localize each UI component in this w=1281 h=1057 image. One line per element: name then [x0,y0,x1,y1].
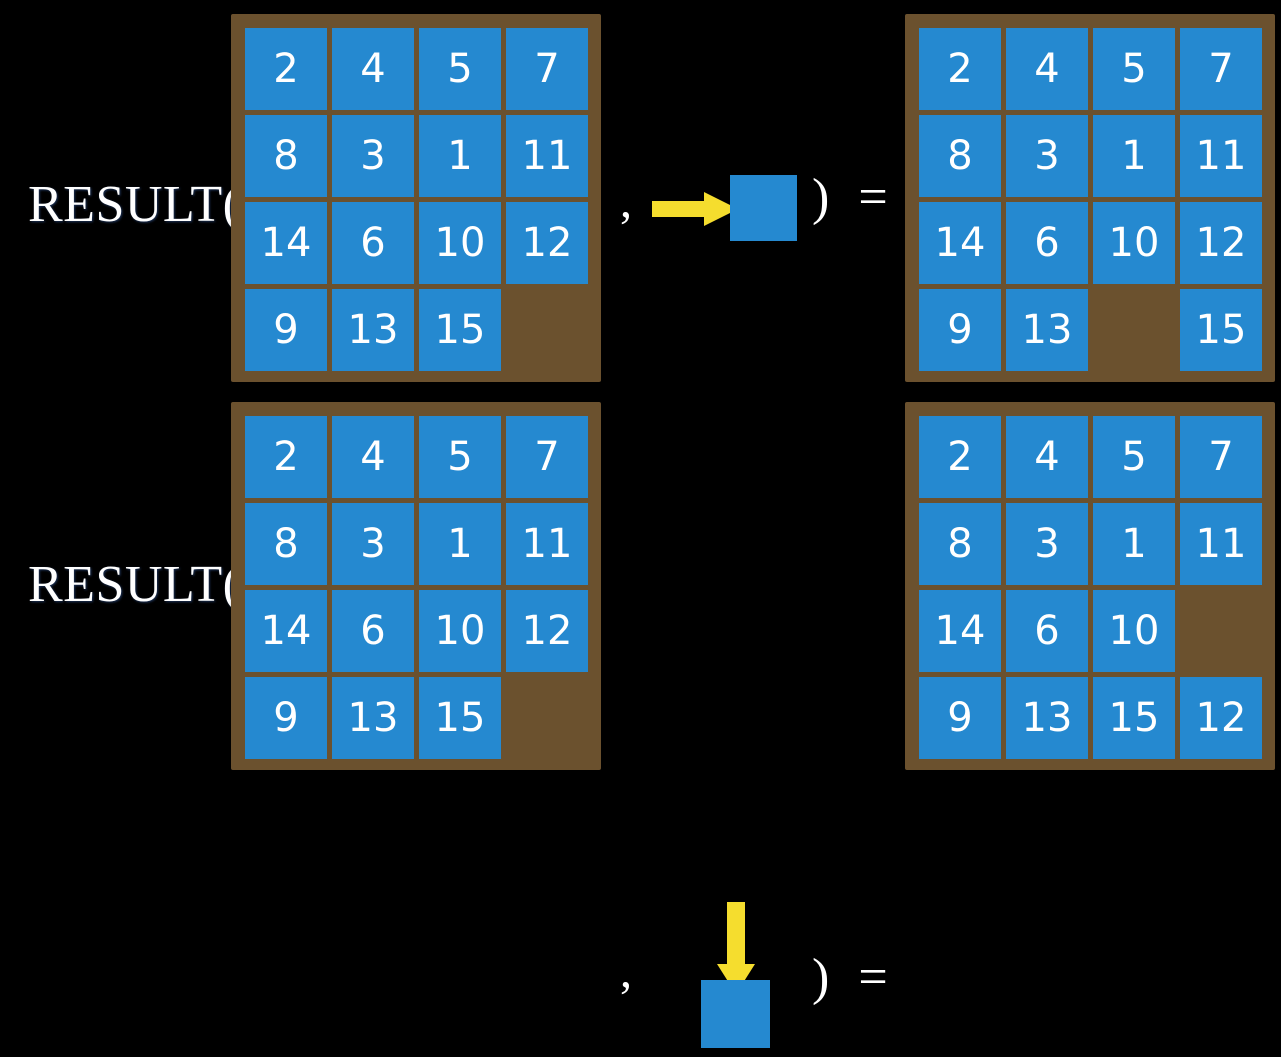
puzzle-tile[interactable]: 13 [332,677,414,759]
puzzle-tile[interactable]: 1 [1093,115,1175,197]
comma-separator-top: , [620,175,632,228]
puzzle-tile[interactable]: 4 [332,416,414,498]
puzzle-tile[interactable]: 14 [245,590,327,672]
puzzle-tile[interactable]: 15 [419,289,501,371]
puzzle-tile[interactable]: 15 [1180,289,1262,371]
puzzle-tile[interactable]: 12 [506,590,588,672]
puzzle-tile[interactable]: 7 [1180,28,1262,110]
puzzle-tile[interactable]: 12 [1180,202,1262,284]
puzzle-tile[interactable]: 8 [245,115,327,197]
puzzle-blank-cell [1093,289,1175,371]
puzzle-blank-cell [506,289,588,371]
puzzle-tile[interactable]: 2 [919,416,1001,498]
puzzle-tile[interactable]: 4 [1006,416,1088,498]
puzzle-tile[interactable]: 10 [419,202,501,284]
puzzle-tile[interactable]: 6 [1006,590,1088,672]
puzzle-tile[interactable]: 1 [1093,503,1175,585]
comma-separator-bottom: , [620,945,632,998]
puzzle-tile[interactable]: 12 [1180,677,1262,759]
puzzle-tile[interactable]: 10 [419,590,501,672]
result-label-bottom: RESULT( [28,556,241,613]
puzzle-tile[interactable]: 7 [1180,416,1262,498]
puzzle-tile[interactable]: 8 [919,115,1001,197]
puzzle-tile[interactable]: 9 [245,289,327,371]
puzzle-blank-cell [1180,590,1262,672]
puzzle-tile[interactable]: 5 [419,28,501,110]
paren-equals-bottom: ) = [812,949,896,1006]
puzzle-tile[interactable]: 2 [245,28,327,110]
puzzle-tile[interactable]: 12 [506,202,588,284]
puzzle-tile[interactable]: 8 [245,503,327,585]
puzzle-tile[interactable]: 3 [332,115,414,197]
puzzle-tile[interactable]: 14 [919,202,1001,284]
puzzle-blank-cell [506,677,588,759]
puzzle-tile[interactable]: 1 [419,503,501,585]
puzzle-tile[interactable]: 6 [332,590,414,672]
puzzle-tile[interactable]: 13 [1006,677,1088,759]
puzzle-tile[interactable]: 6 [332,202,414,284]
puzzle-tile[interactable]: 3 [1006,115,1088,197]
puzzle-tile[interactable]: 15 [1093,677,1175,759]
puzzle-tile[interactable]: 13 [332,289,414,371]
move-operand-top [652,172,802,244]
puzzle-tile[interactable]: 5 [419,416,501,498]
puzzle-tile[interactable]: 6 [1006,202,1088,284]
puzzle-tile[interactable]: 5 [1093,416,1175,498]
puzzle-tile[interactable]: 11 [506,503,588,585]
paren-equals-top: ) = [812,169,896,226]
puzzle-tile[interactable]: 1 [419,115,501,197]
puzzle-tile[interactable]: 9 [245,677,327,759]
puzzle-tile[interactable]: 9 [919,289,1001,371]
puzzle-tile[interactable]: 11 [506,115,588,197]
puzzle-tile[interactable]: 4 [332,28,414,110]
puzzle-tile[interactable]: 2 [245,416,327,498]
blank-tile-target-top [730,175,797,241]
puzzle-tile[interactable]: 7 [506,416,588,498]
puzzle-tile[interactable]: 15 [419,677,501,759]
puzzle-tile[interactable]: 3 [332,503,414,585]
puzzle-tile[interactable]: 11 [1180,115,1262,197]
puzzle-tile[interactable]: 10 [1093,590,1175,672]
puzzle-tile[interactable]: 7 [506,28,588,110]
puzzle-tile[interactable]: 8 [919,503,1001,585]
puzzle-tile[interactable]: 11 [1180,503,1262,585]
arrow-right-icon [652,192,738,226]
puzzle-tile[interactable]: 4 [1006,28,1088,110]
puzzle-tile[interactable]: 13 [1006,289,1088,371]
move-operand-bottom [690,902,785,1057]
puzzle-tile[interactable]: 14 [919,590,1001,672]
puzzle-tile[interactable]: 9 [919,677,1001,759]
blank-tile-target-bottom [701,980,770,1048]
puzzle-tile[interactable]: 5 [1093,28,1175,110]
puzzle-tile[interactable]: 3 [1006,503,1088,585]
puzzle-tile[interactable]: 2 [919,28,1001,110]
puzzle-tile[interactable]: 14 [245,202,327,284]
result-label-top: RESULT( [28,176,241,233]
puzzle-tile[interactable]: 10 [1093,202,1175,284]
